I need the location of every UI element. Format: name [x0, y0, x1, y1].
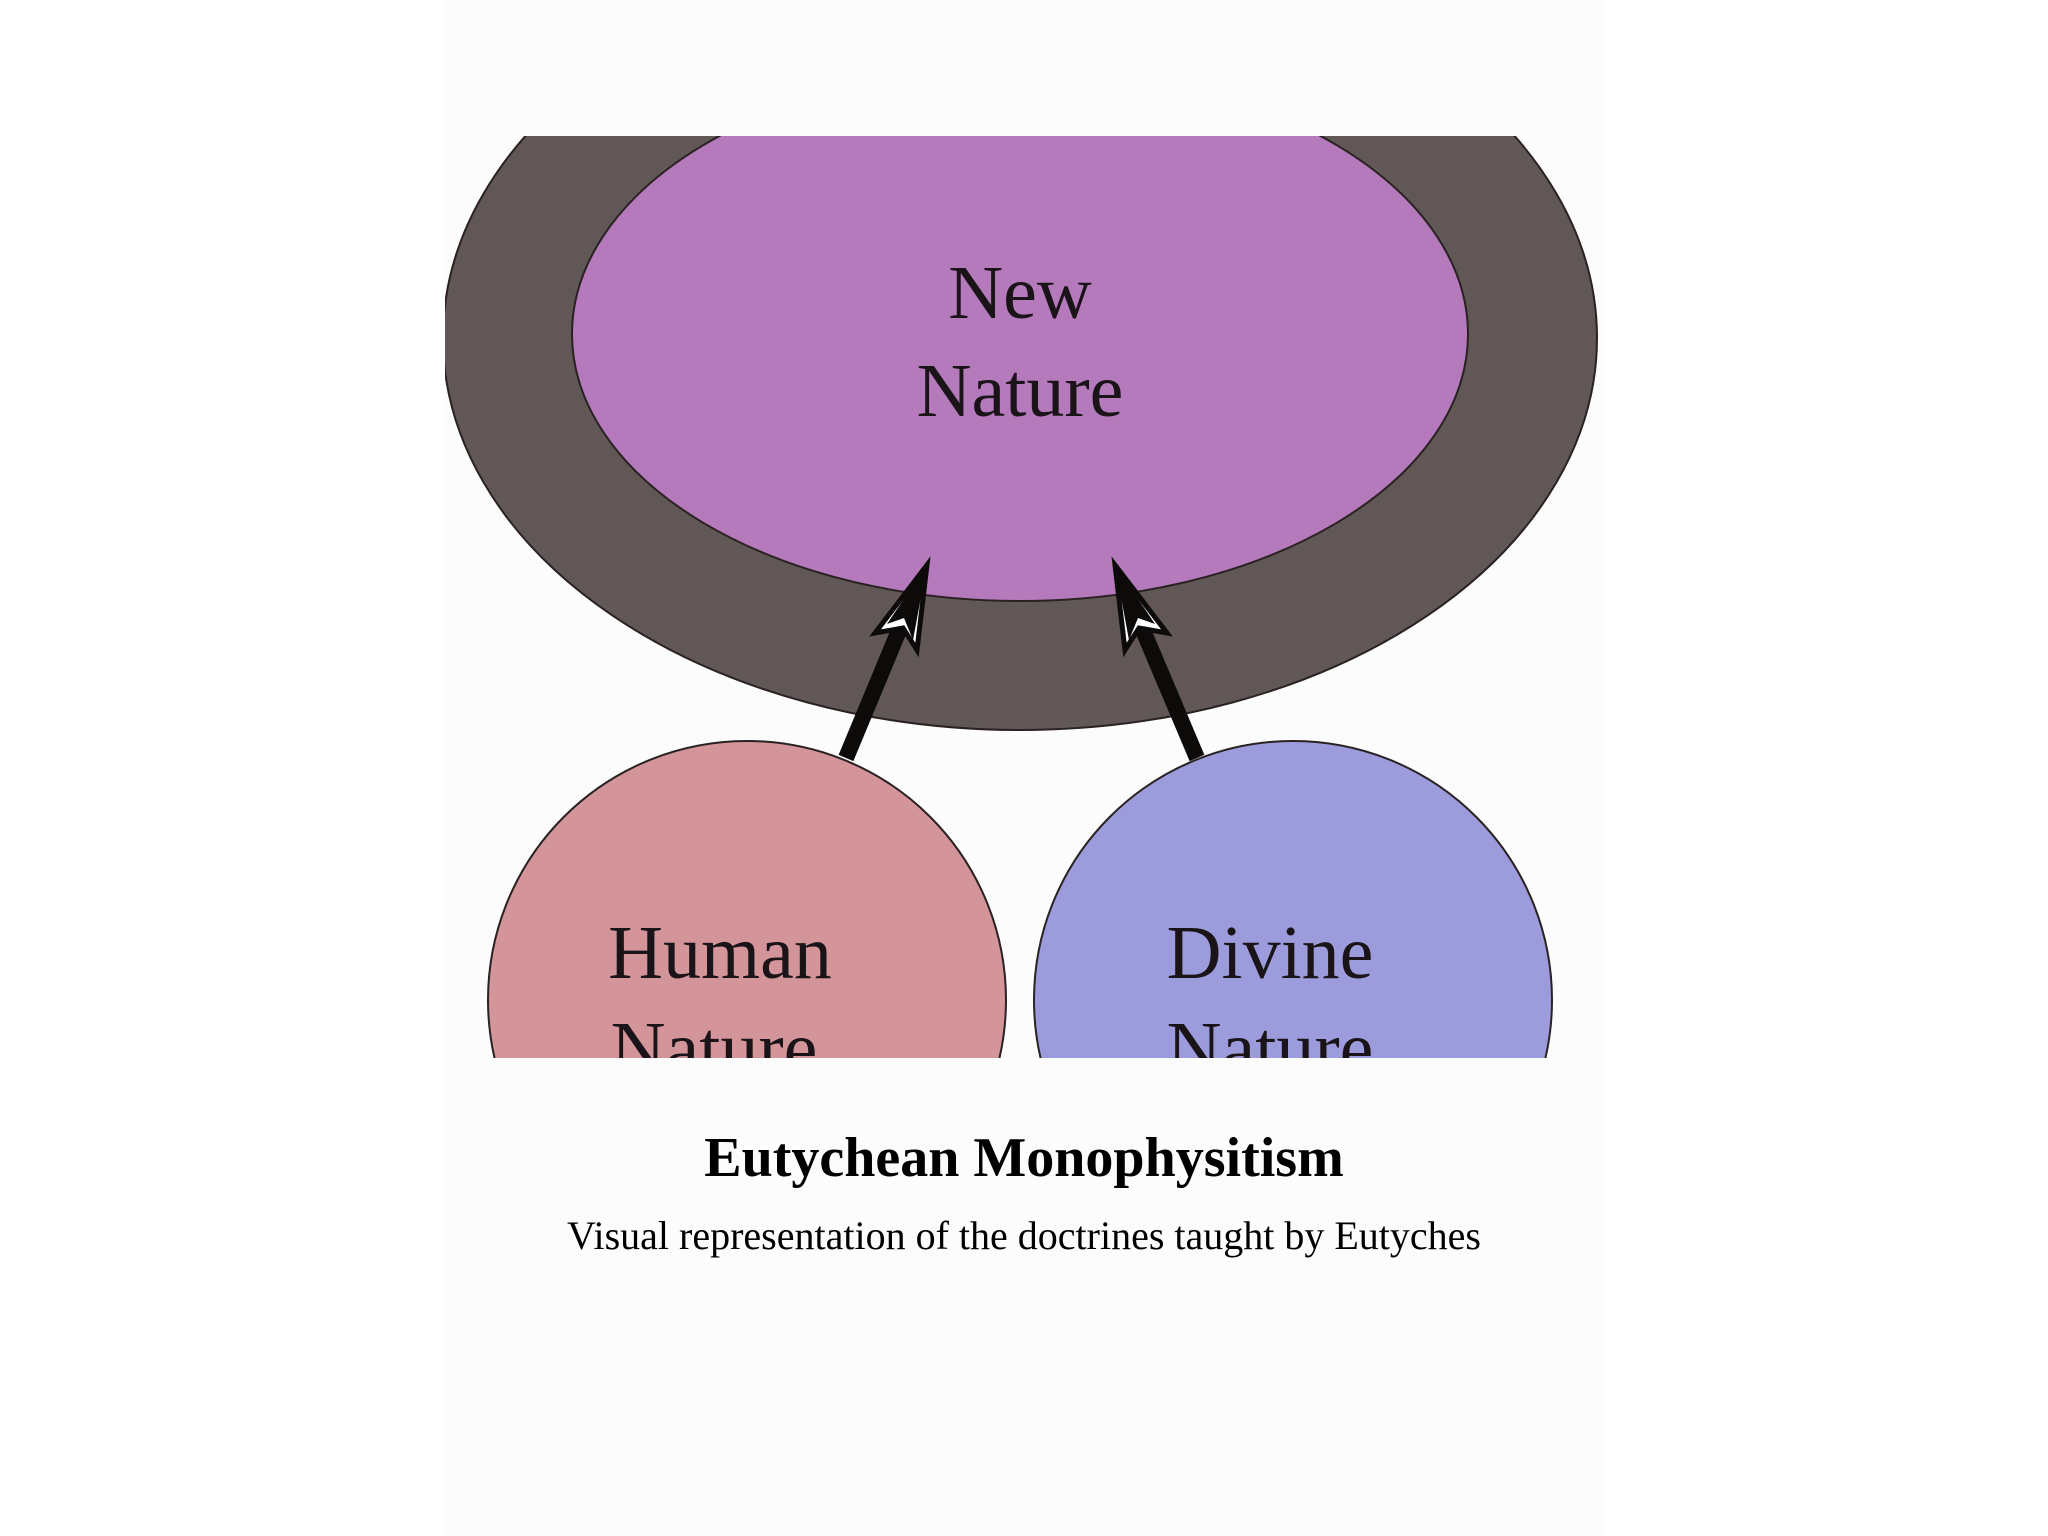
divine-nature-label-line1: Divine: [1167, 911, 1374, 995]
new-nature-node: [571, 136, 1469, 602]
new-nature-label-line1: New: [948, 251, 1092, 335]
caption-subtitle: Visual representation of the doctrines t…: [566, 1213, 1481, 1258]
human-nature-label-line2: Nature: [611, 1007, 818, 1091]
new-nature-label-line2: Nature: [917, 349, 1124, 433]
human-nature-label-line1: Human: [608, 911, 832, 995]
divine-nature-node: [1033, 740, 1553, 1058]
caption-title: Eutychean Monophysitism: [704, 1127, 1344, 1189]
arrow-divine-to-new: [1111, 556, 1205, 762]
arrow-human-to-new: [838, 556, 931, 762]
diagram-figure: New Nature Human Nature Divine Nature: [445, 136, 1598, 1091]
divine-nature-label-line2: Nature: [1167, 1007, 1374, 1091]
human-nature-node: [487, 740, 1007, 1058]
